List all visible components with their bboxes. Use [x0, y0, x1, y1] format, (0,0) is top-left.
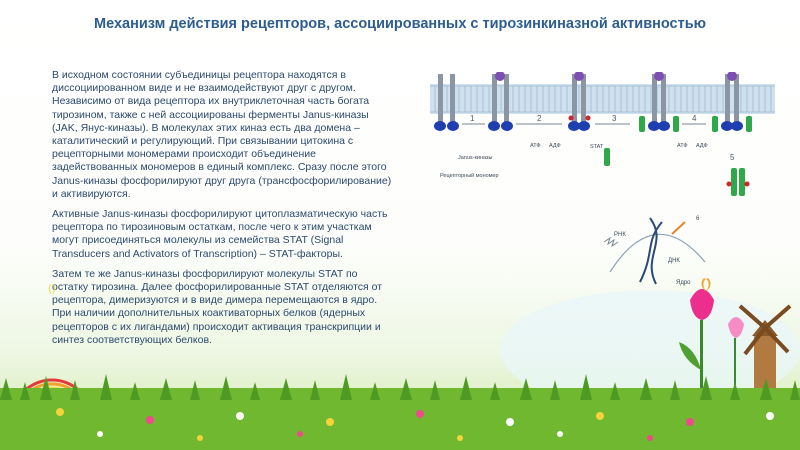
butterfly: [48, 284, 56, 295]
step-number: 4: [692, 114, 697, 123]
receptor-monomer: [488, 72, 513, 131]
adp-label: АДФ: [696, 143, 708, 149]
janus-label: Janus-киназы: [458, 155, 493, 161]
step-number: 3: [612, 114, 617, 123]
adp-label: АДФ: [549, 143, 561, 149]
body-paragraph: Активные Janus-киназы фосфорилируют цито…: [52, 208, 388, 260]
butterfly: [701, 278, 711, 292]
step-arrow: [671, 221, 686, 235]
stat-dimer: [726, 168, 750, 196]
receptor-monomer: [434, 74, 459, 131]
receptor-monomer: [712, 72, 752, 132]
rna-strand: [603, 236, 619, 248]
body-paragraph: В исходном состоянии субъединицы рецепто…: [52, 69, 392, 200]
cell-membrane: [430, 84, 775, 114]
step-number: 6: [696, 216, 700, 222]
nucleus-label: Ядро: [676, 280, 691, 286]
step-number: 1: [470, 114, 475, 123]
nucleus-dna-diagram: РНК ДНК Ядро 6: [603, 216, 706, 286]
stat-label: STAT: [590, 144, 604, 150]
windmill: [738, 304, 792, 396]
receptor-label: Рецепторный мономер: [440, 172, 499, 179]
tulip-flower: [728, 317, 744, 398]
meadow-flowers: [56, 408, 774, 441]
atp-label: АТФ: [677, 143, 688, 149]
step-number: 5: [730, 153, 735, 162]
rna-label: РНК: [614, 232, 626, 238]
spring-scenery: [0, 278, 800, 450]
nuclear-envelope: [609, 233, 706, 273]
body-text: В исходном состоянии субъединицы рецепто…: [52, 69, 392, 354]
receptor-monomer: [568, 72, 591, 131]
stat-factor: [604, 148, 610, 166]
slide-title: Механизм действия рецепторов, ассоцииров…: [94, 16, 706, 32]
atp-label: АТФ: [530, 143, 541, 149]
body-paragraph: Затем те же Janus-киназы фосфорилируют м…: [52, 267, 383, 346]
dna-label: ДНК: [668, 258, 680, 264]
tulip-flower: [679, 289, 714, 400]
receptor-monomer: [639, 72, 679, 132]
step-number: 2: [537, 114, 542, 123]
receptor-mechanism-diagram: 1 2 3 4 5 АТФ АДФ АТФ АДФ STAT Janus-кин…: [430, 72, 775, 196]
